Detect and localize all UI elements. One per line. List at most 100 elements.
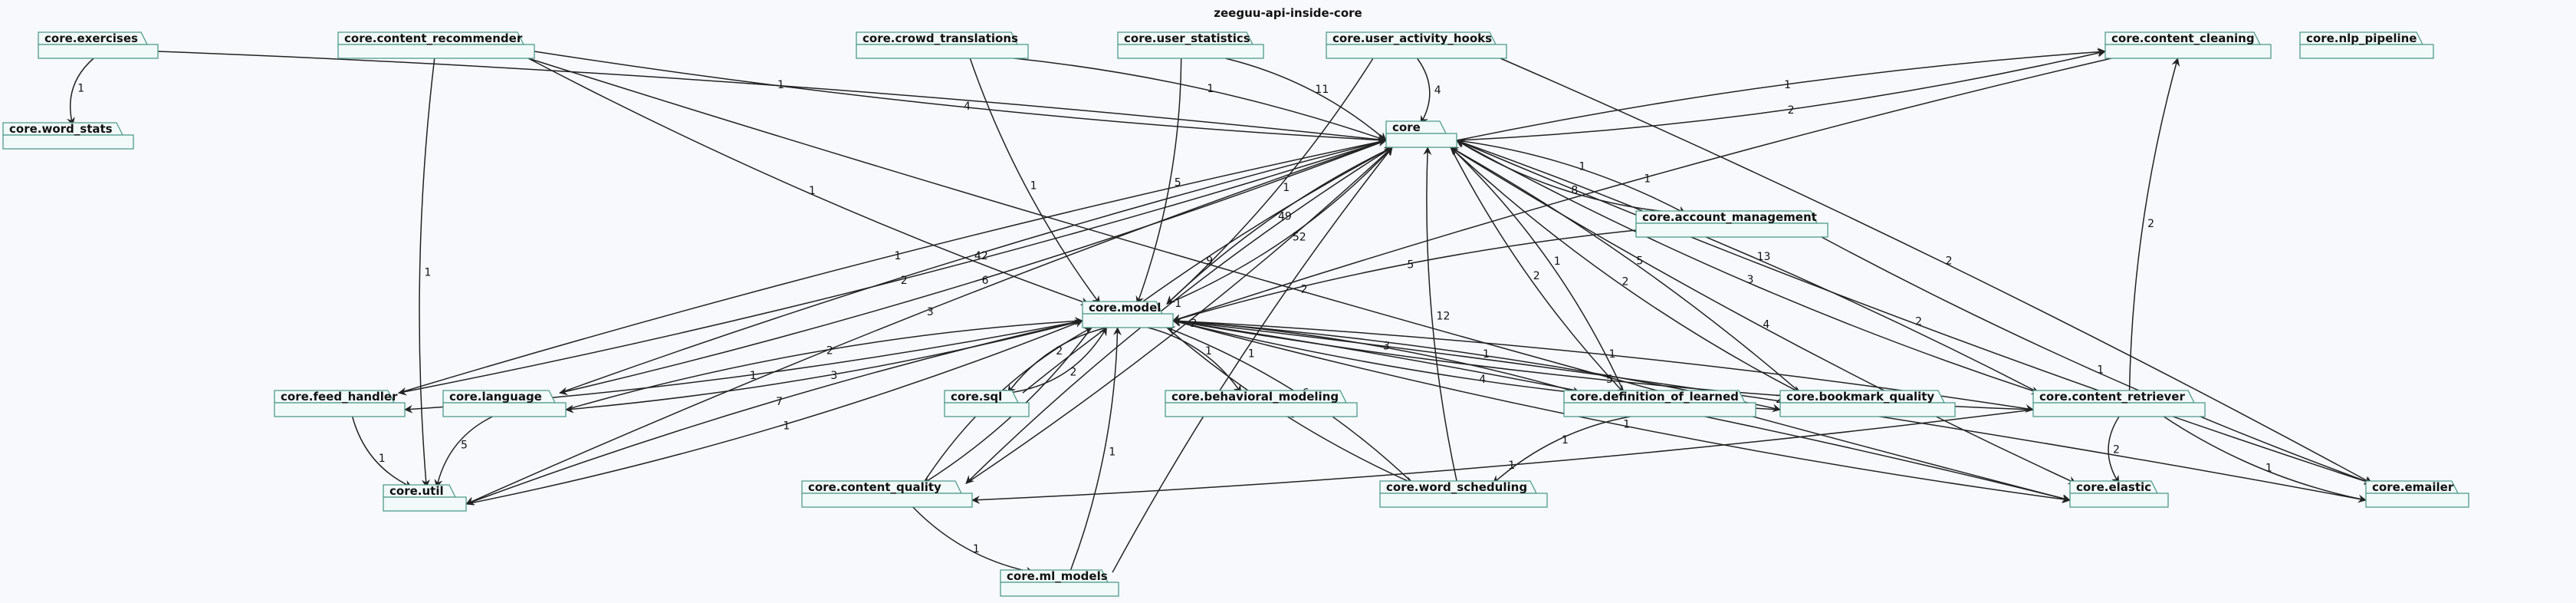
edge-user_activity_hooks-to-emailer xyxy=(1500,58,2373,484)
edge-label-core-to-content_cleaning: 2 xyxy=(1788,104,1795,117)
edge-label-content_recommender-to-elastic: 2 xyxy=(1301,283,1308,295)
package-label: core.feed_handler xyxy=(281,390,398,404)
edge-label-model-to-language: 3 xyxy=(830,370,837,382)
package-definition-of-learned[interactable]: core.definition_of_learned xyxy=(1563,390,1756,417)
edge-feed_handler-to-core xyxy=(398,137,1387,394)
package-util[interactable]: core.util xyxy=(383,484,467,512)
edge-label-core-to-util: 3 xyxy=(927,306,934,318)
package-word-scheduling[interactable]: core.word_scheduling xyxy=(1379,480,1548,508)
package-body xyxy=(2032,402,2206,417)
package-crowd-translations[interactable]: core.crowd_translations xyxy=(856,31,1029,59)
edge-emailer-to-model xyxy=(1172,317,2367,501)
package-label: core.content_quality xyxy=(808,480,941,494)
package-label: core.language xyxy=(449,390,542,404)
package-emailer[interactable]: core.emailer xyxy=(2365,480,2469,508)
edge-label-account_management-to-model: 5 xyxy=(1407,259,1414,271)
edge-core-to-content_cleaning xyxy=(1456,48,2106,141)
package-content-quality[interactable]: core.content_quality xyxy=(801,480,973,508)
package-label: core.content_retriever xyxy=(2039,390,2185,404)
package-behavioral-modeling[interactable]: core.behavioral_modeling xyxy=(1165,390,1358,417)
package-body xyxy=(1385,133,1457,148)
package-core[interactable]: core xyxy=(1385,120,1457,148)
edge-label-model-to-feed_handler: 1 xyxy=(750,370,757,382)
package-bookmark-quality[interactable]: core.bookmark_quality xyxy=(1779,390,1956,417)
edge-label-content_recommender-to-util: 1 xyxy=(425,266,432,278)
package-user-activity-hooks[interactable]: core.user_activity_hooks xyxy=(1326,31,1507,59)
edge-language-to-model xyxy=(565,317,1083,410)
edge-label-ml_models-to-core: 1 xyxy=(1248,348,1255,360)
package-word-stats[interactable]: core.word_stats xyxy=(2,122,134,150)
package-label: core.util xyxy=(389,484,444,498)
edge-label-definition_of_learned-to-core: 1 xyxy=(1554,255,1561,268)
package-model[interactable]: core.model xyxy=(1082,301,1174,328)
package-content-cleaning[interactable]: core.content_cleaning xyxy=(2104,31,2272,59)
edge-label-bookmark_quality-to-core: 5 xyxy=(1636,255,1643,268)
edge-label-user_activity_hooks-to-model: 1 xyxy=(1283,182,1290,194)
package-sql[interactable]: core.sql xyxy=(944,390,1030,417)
package-label: core.model xyxy=(1089,301,1161,315)
edge-language-to-util xyxy=(434,416,493,489)
package-ml-models[interactable]: core.ml_models xyxy=(1000,569,1119,597)
package-exercises[interactable]: core.exercises xyxy=(38,31,159,59)
edge-label-model-to-sql: 2 xyxy=(1056,345,1063,358)
edge-label-model-to-bookmark_quality: 1 xyxy=(1483,348,1490,361)
package-user-statistics[interactable]: core.user_statistics xyxy=(1117,31,1264,59)
package-label: core.content_cleaning xyxy=(2111,31,2255,45)
package-body xyxy=(2069,493,2169,508)
edge-ml_models-to-core xyxy=(1112,147,1393,573)
edge-label-crowd_translations-to-model: 1 xyxy=(1030,180,1037,193)
edge-content_recommender-to-core xyxy=(534,51,1387,144)
package-body xyxy=(274,402,406,417)
edge-label-core-to-model: 49 xyxy=(1278,211,1292,223)
edge-model-to-elastic xyxy=(1172,320,2071,504)
edge-user_activity_hooks-to-model xyxy=(1166,58,1374,305)
edge-label-util-to-model: 1 xyxy=(783,420,790,433)
package-body xyxy=(1117,44,1264,59)
package-language[interactable]: core.language xyxy=(442,390,567,417)
package-label: core.account_management xyxy=(1642,210,1817,224)
edge-content_retriever-to-content_quality xyxy=(971,409,2034,505)
package-body xyxy=(1379,493,1548,508)
edge-label-model-to-core: 52 xyxy=(1293,232,1306,244)
package-layer: core.exercises core.word_stats core.conten… xyxy=(2,31,2469,597)
edge-core-to-model xyxy=(1166,147,1393,305)
package-account-management[interactable]: core.account_management xyxy=(1635,210,1829,238)
edge-account_management-to-model xyxy=(1172,229,1637,323)
edge-label-definition_of_learned-to-word_scheduling: 1 xyxy=(1562,434,1569,446)
edge-label-core-to-definition_of_learned: 2 xyxy=(1533,270,1540,282)
package-label: core xyxy=(1392,120,1421,134)
edge-user_statistics-to-model xyxy=(1135,58,1182,305)
edge-label-emailer-to-core: 2 xyxy=(1915,316,1922,328)
edge-label-user_statistics-to-core: 11 xyxy=(1315,84,1329,96)
edge-content_retriever-to-emailer xyxy=(2163,416,2367,503)
edge-sql-to-model xyxy=(1007,327,1108,394)
package-feed-handler[interactable]: core.feed_handler xyxy=(274,390,406,417)
edge-language-to-core xyxy=(559,138,1387,394)
package-content-recommender[interactable]: core.content_recommender xyxy=(337,31,535,59)
edge-account_management-to-emailer xyxy=(1821,236,2373,485)
edge-model-to-sql xyxy=(1007,327,1107,394)
edge-label-user_statistics-to-model: 5 xyxy=(1175,177,1181,189)
edge-content_retriever-to-content_cleaning xyxy=(2128,58,2180,394)
edge-label-user_activity_hooks-to-core: 4 xyxy=(1434,84,1441,97)
edge-content_recommender-to-elastic xyxy=(527,58,2071,502)
edge-ml_models-to-model xyxy=(1069,327,1122,573)
edge-label-feed_handler-to-util: 1 xyxy=(379,453,386,465)
edge-account_management-to-core xyxy=(1456,140,1686,214)
edge-core-to-content_quality xyxy=(965,147,1393,484)
edge-word_scheduling-to-core xyxy=(1423,147,1458,484)
edge-content_quality-to-ml_models xyxy=(912,506,1035,575)
edge-content_recommender-to-util xyxy=(419,58,435,489)
package-body xyxy=(2104,44,2272,59)
edge-label-core-to-account_management: 1 xyxy=(1579,160,1585,173)
package-body xyxy=(1082,313,1174,328)
package-body xyxy=(2365,493,2469,508)
package-body xyxy=(1326,44,1507,59)
package-content-retriever[interactable]: core.content_retriever xyxy=(2032,390,2206,417)
edge-label-content_retriever-to-elastic: 2 xyxy=(2113,444,2120,456)
package-nlp-pipeline[interactable]: core.nlp_pipeline xyxy=(2299,31,2434,59)
package-elastic[interactable]: core.elastic xyxy=(2069,480,2169,508)
edge-label-content_quality-to-ml_models: 1 xyxy=(973,543,980,555)
